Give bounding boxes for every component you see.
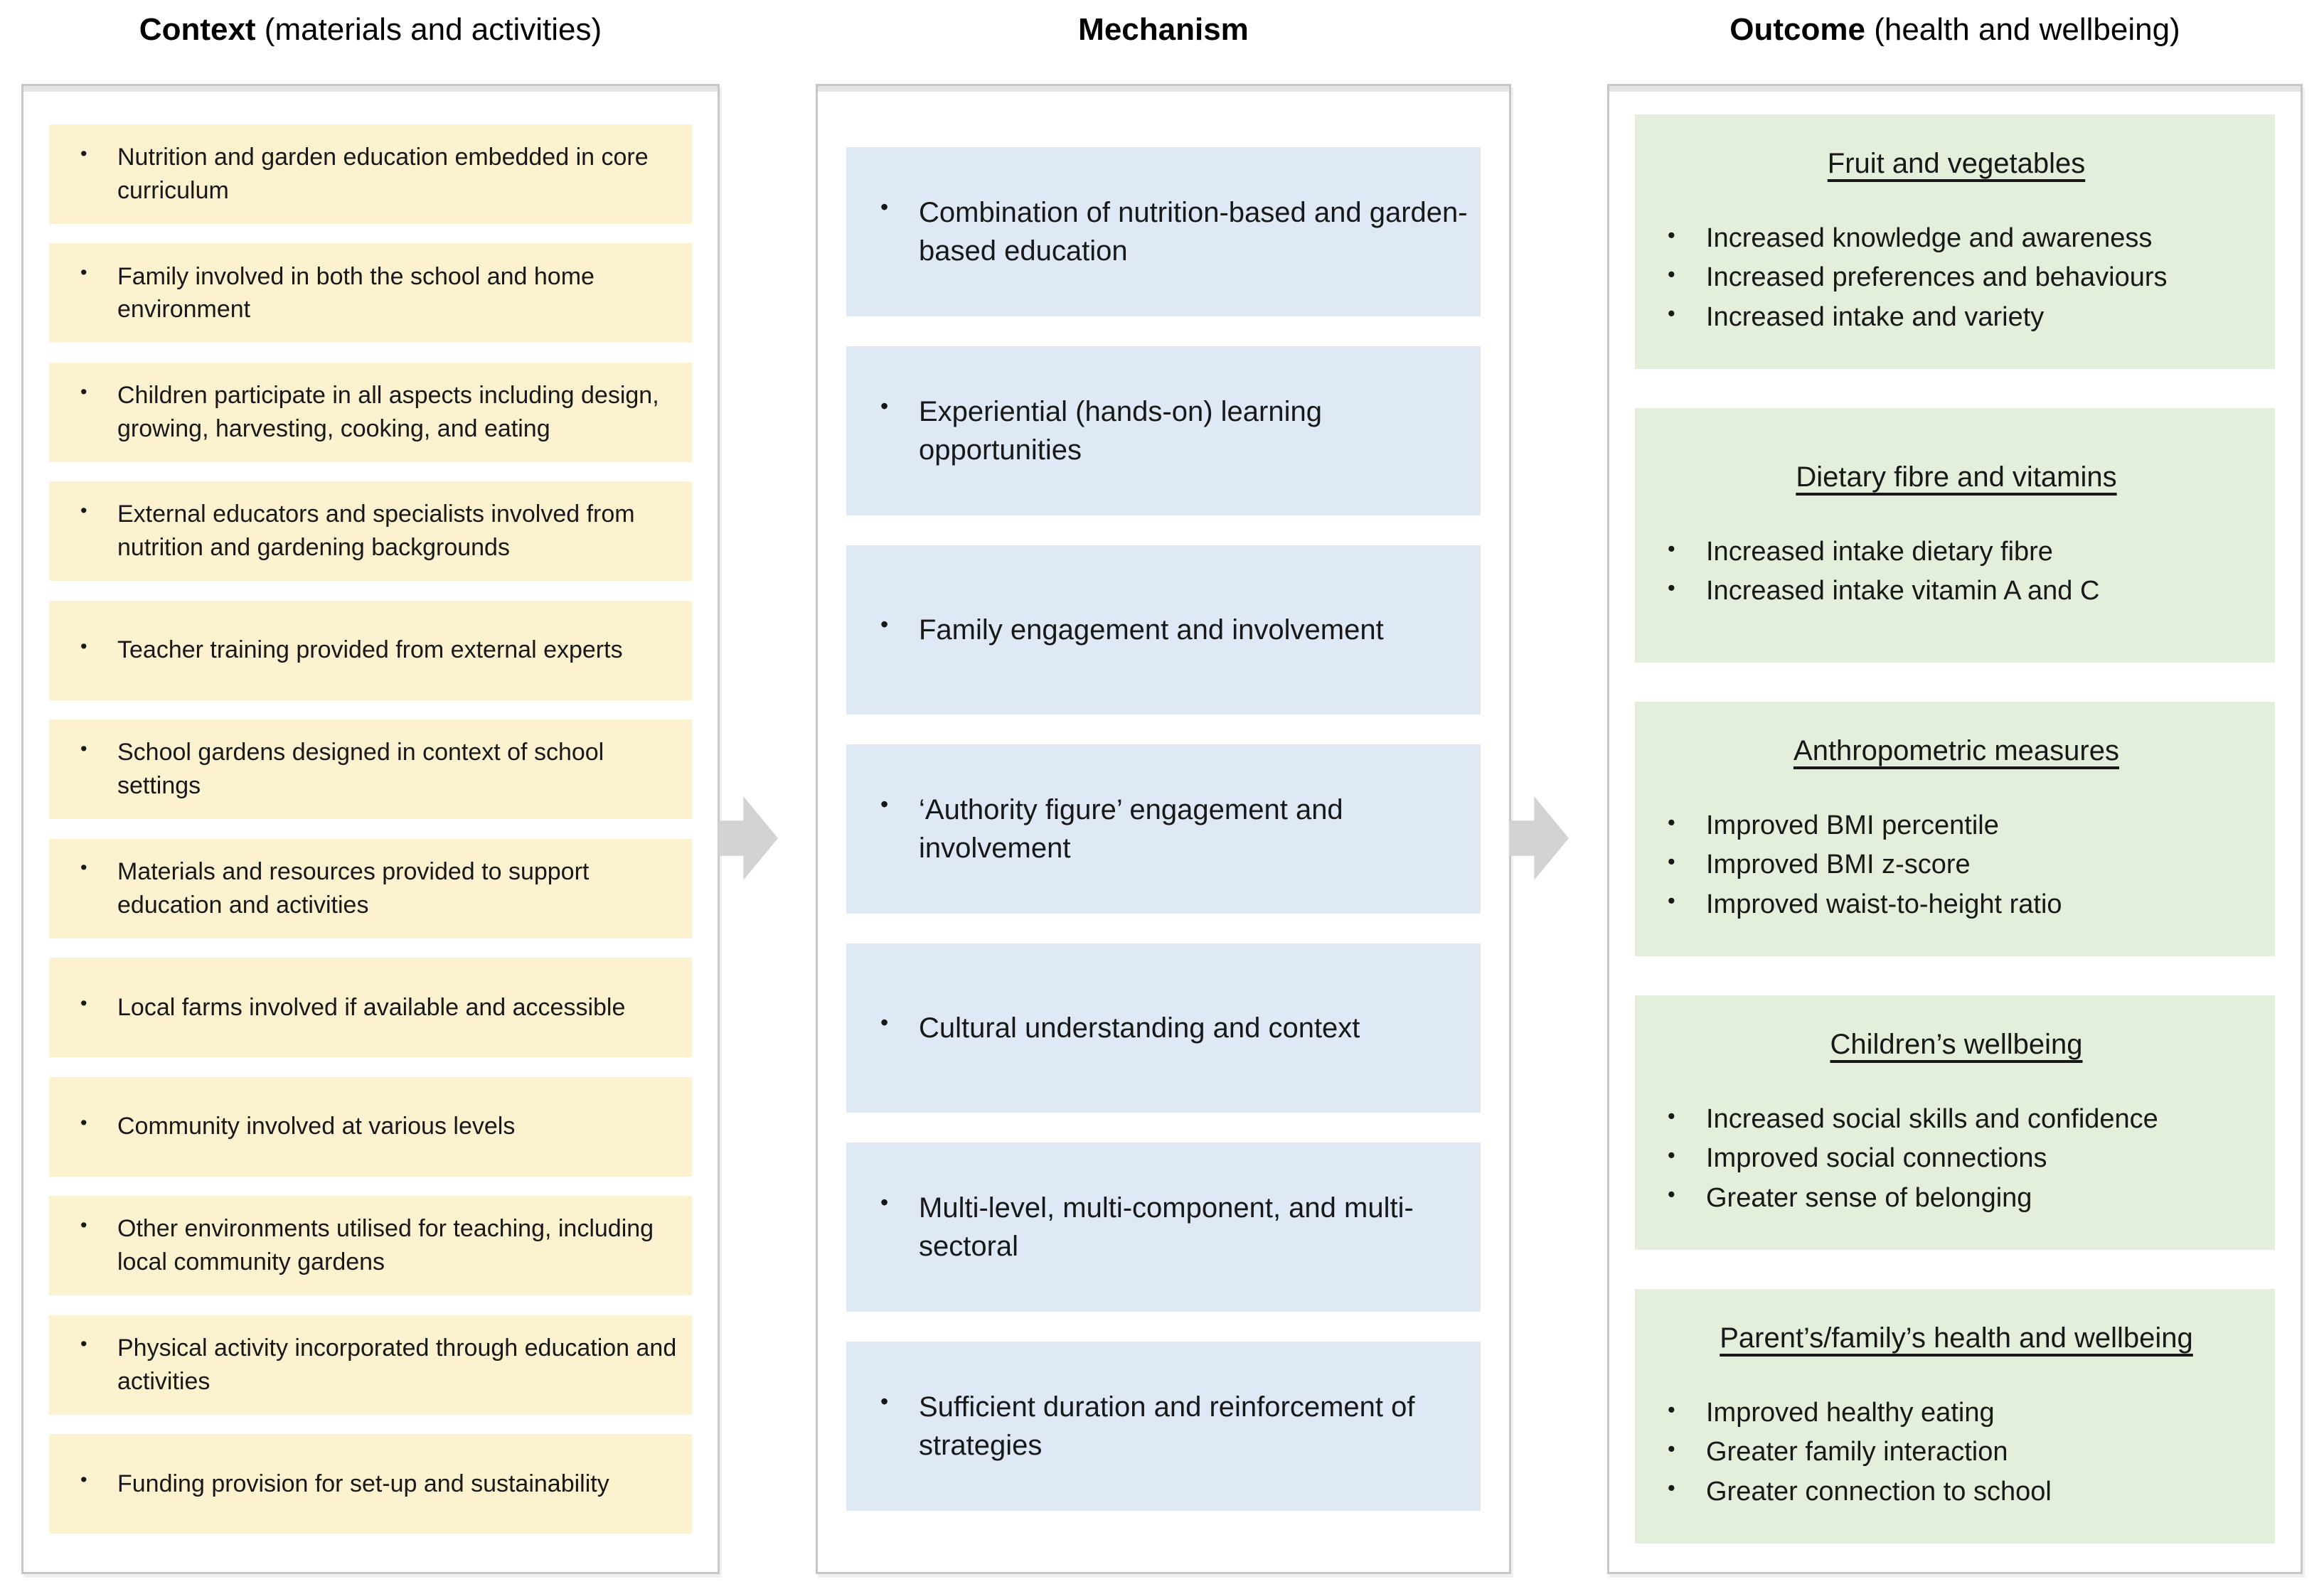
outcome-bullet: Improved social connections	[1665, 1139, 2254, 1178]
outcome-bullet: Greater family interaction	[1665, 1433, 2254, 1472]
outcome-bullet: Increased social skills and confidence	[1665, 1100, 2254, 1139]
mechanism-item: Experiential (hands-on) learning opportu…	[846, 346, 1481, 515]
flow-arrow-icon	[1509, 796, 1569, 880]
outcome-bullet: Increased knowledge and awareness	[1665, 219, 2254, 258]
context-item: Family involved in both the school and h…	[49, 243, 692, 343]
context-item-text: Local farms involved if available and ac…	[78, 990, 625, 1025]
outcome-group-title: Children’s wellbeing	[1830, 1029, 2083, 1061]
context-item-text: Funding provision for set-up and sustain…	[78, 1466, 609, 1501]
context-item-text: Physical activity incorporated through e…	[78, 1330, 682, 1398]
outcome-group-title: Parent’s/family’s health and wellbeing	[1720, 1322, 2193, 1354]
outcome-list: Fruit and vegetables Increased knowledge…	[1609, 86, 2301, 1572]
context-item-text: Nutrition and garden education embedded …	[78, 140, 682, 208]
outcome-bullet: Improved waist-to-height ratio	[1665, 885, 2254, 924]
outcome-group-title: Fruit and vegetables	[1827, 148, 2086, 180]
mechanism-list: Combination of nutrition-based and garde…	[818, 86, 1509, 1572]
outcome-column-header: Outcome (health and wellbeing)	[1607, 7, 2303, 53]
context-item: Materials and resources provided to supp…	[49, 838, 692, 938]
outcome-bullet: Increased preferences and behaviours	[1665, 258, 2254, 297]
context-item: Funding provision for set-up and sustain…	[49, 1433, 692, 1534]
outcome-group-title: Dietary fibre and vitamins	[1796, 461, 2117, 493]
mechanism-item: Sufficient duration and reinforcement of…	[846, 1342, 1481, 1511]
outcome-bullet: Greater sense of belonging	[1665, 1179, 2254, 1218]
context-item: Physical activity incorporated through e…	[49, 1315, 692, 1415]
context-item-text: Children participate in all aspects incl…	[78, 378, 682, 446]
outcome-bullet: Increased intake dietary fibre	[1665, 533, 2254, 572]
mechanism-item: Family engagement and involvement	[846, 545, 1481, 715]
context-item: Nutrition and garden education embedded …	[49, 124, 692, 224]
outcome-group-anthropometric-measures: Anthropometric measures Improved BMI per…	[1635, 702, 2275, 956]
mechanism-item-text: Cultural understanding and context	[878, 1007, 1360, 1047]
mechanism-item-text: Family engagement and involvement	[878, 609, 1384, 649]
outcome-panel: Fruit and vegetables Increased knowledge…	[1607, 84, 2303, 1574]
outcome-group-fruit-and-vegetables: Fruit and vegetables Increased knowledge…	[1635, 114, 2275, 369]
context-item: Teacher training provided from external …	[49, 600, 692, 700]
outcome-header-bold: Outcome	[1729, 12, 1865, 47]
context-column-header: Context (materials and activities)	[21, 7, 720, 53]
outcome-group-parents-familys-health-and-wellbeing: Parent’s/family’s health and wellbeing I…	[1635, 1289, 2275, 1544]
context-item-text: External educators and specialists invol…	[78, 497, 682, 565]
mechanism-item-text: ‘Authority figure’ engagement and involv…	[878, 789, 1469, 867]
context-item-text: Other environments utilised for teaching…	[78, 1211, 682, 1279]
context-item-text: Teacher training provided from external …	[78, 633, 623, 667]
outcome-bullet: Increased intake vitamin A and C	[1665, 572, 2254, 611]
outcome-bullet: Improved BMI percentile	[1665, 806, 2254, 845]
mechanism-panel: Combination of nutrition-based and garde…	[816, 84, 1511, 1574]
outcome-bullet: Greater connection to school	[1665, 1472, 2254, 1512]
context-panel: Nutrition and garden education embedded …	[21, 84, 720, 1574]
mechanism-item: Multi-level, multi-component, and multi-…	[846, 1143, 1481, 1312]
context-item: School gardens designed in context of sc…	[49, 720, 692, 820]
mechanism-header-bold: Mechanism	[1078, 12, 1249, 47]
context-header-bold: Context	[139, 12, 256, 47]
context-item: Local farms involved if available and ac…	[49, 958, 692, 1058]
outcome-group-title: Anthropometric measures	[1793, 735, 2119, 767]
context-item: External educators and specialists invol…	[49, 481, 692, 582]
context-list: Nutrition and garden education embedded …	[23, 86, 718, 1572]
context-item-text: Materials and resources provided to supp…	[78, 854, 682, 922]
mechanism-item-text: Multi-level, multi-component, and multi-…	[878, 1187, 1469, 1266]
context-item-text: School gardens designed in context of sc…	[78, 735, 682, 803]
outcome-bullet: Improved healthy eating	[1665, 1394, 2254, 1433]
outcome-bullet: Improved BMI z-score	[1665, 845, 2254, 884]
outcome-group-dietary-fibre-and-vitamins: Dietary fibre and vitamins Increased int…	[1635, 408, 2275, 663]
mechanism-column-header: Mechanism	[816, 7, 1511, 53]
mechanism-item: Cultural understanding and context	[846, 943, 1481, 1113]
mechanism-item-text: Experiential (hands-on) learning opportu…	[878, 391, 1469, 469]
mechanism-item: Combination of nutrition-based and garde…	[846, 147, 1481, 316]
outcome-bullet: Increased intake and variety	[1665, 298, 2254, 337]
flow-arrow-icon	[718, 796, 778, 880]
context-item: Children participate in all aspects incl…	[49, 362, 692, 462]
mechanism-item: ‘Authority figure’ engagement and involv…	[846, 744, 1481, 914]
context-item-text: Community involved at various levels	[78, 1109, 515, 1143]
context-item: Other environments utilised for teaching…	[49, 1196, 692, 1296]
context-header-rest: (materials and activities)	[255, 12, 602, 47]
outcome-group-childrens-wellbeing: Children’s wellbeing Increased social sk…	[1635, 995, 2275, 1250]
mechanism-item-text: Combination of nutrition-based and garde…	[878, 192, 1469, 270]
context-item-text: Family involved in both the school and h…	[78, 259, 682, 327]
mechanism-item-text: Sufficient duration and reinforcement of…	[878, 1386, 1469, 1465]
context-item: Community involved at various levels	[49, 1076, 692, 1177]
outcome-header-rest: (health and wellbeing)	[1865, 12, 2180, 47]
